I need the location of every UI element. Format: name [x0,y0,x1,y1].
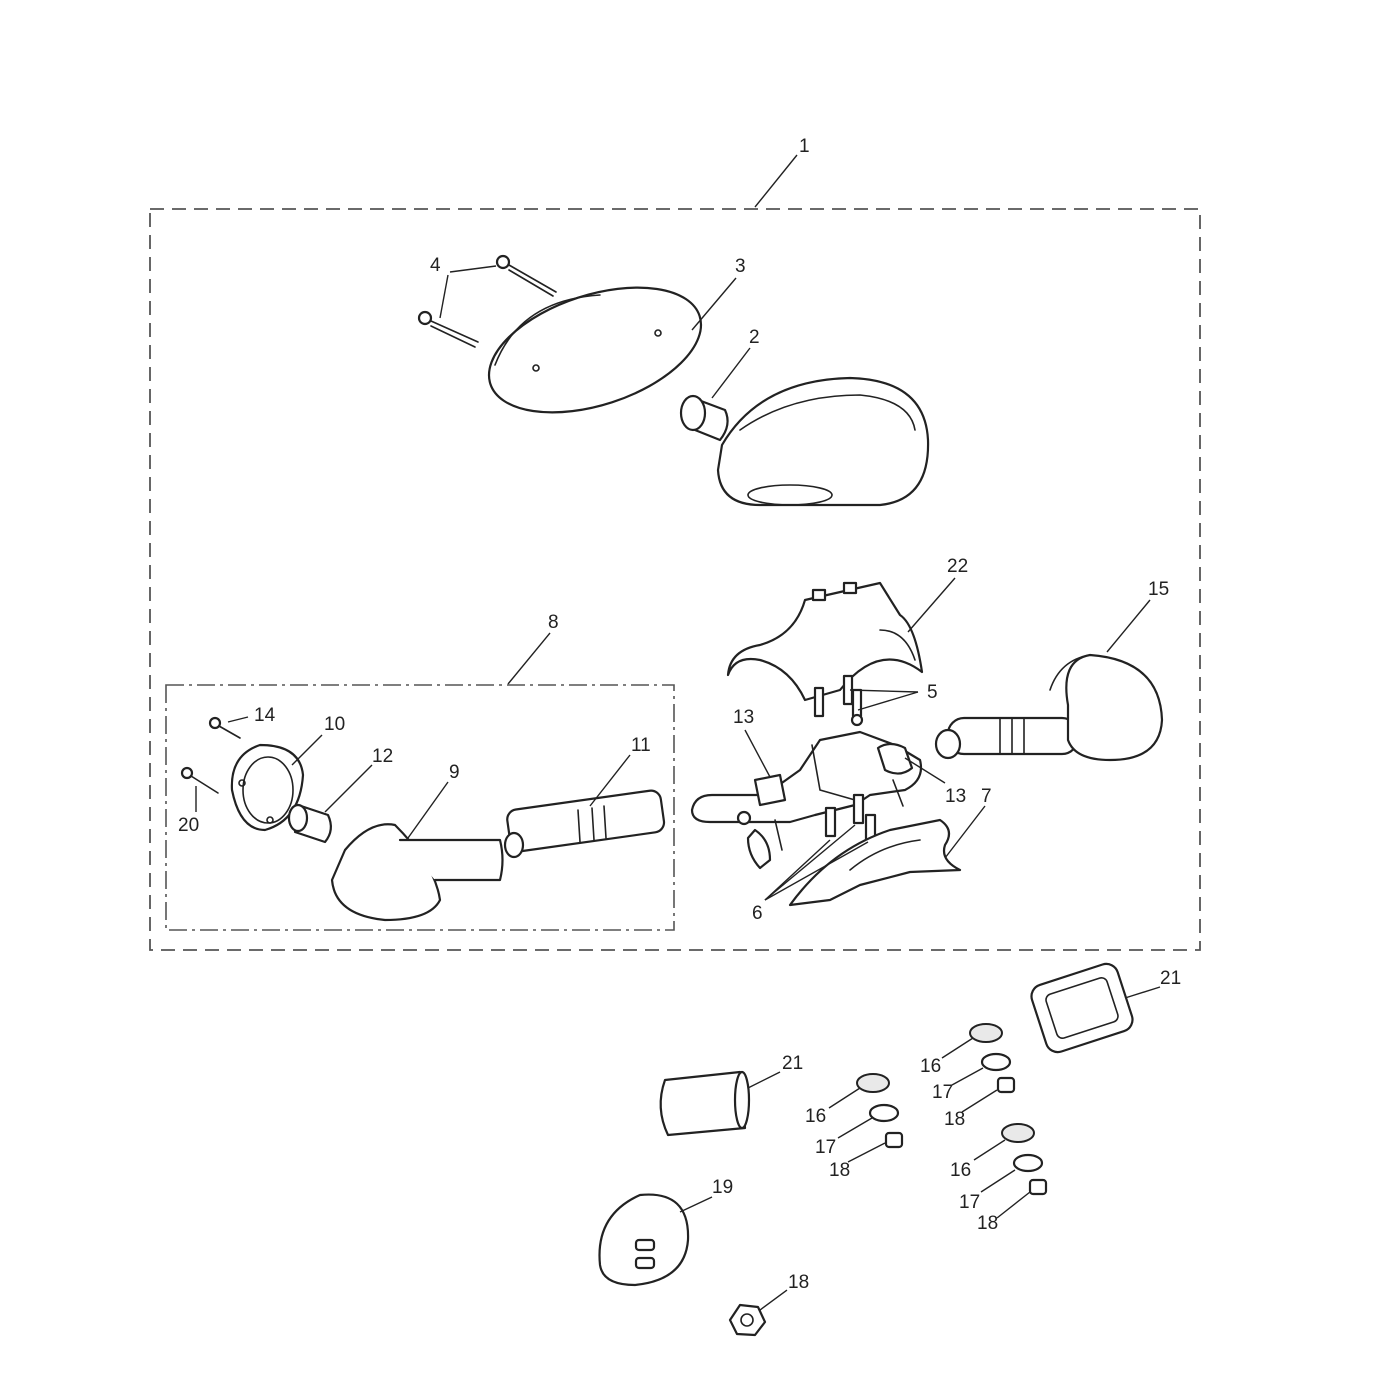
callout-9: 9 [449,762,460,783]
callout-4: 4 [430,255,441,276]
leader-lines [195,154,1161,1311]
callout-12: 12 [372,746,393,767]
part-21-grommet [1030,962,1134,1054]
part-9-indicator-body [330,823,504,922]
callout-11: 11 [631,735,651,756]
callout-6: 6 [752,903,763,924]
callout-17-low: 17 [959,1192,980,1213]
part-12-bulb [287,803,332,844]
part-18-nuts [728,1076,1048,1337]
callout-17-mid: 17 [815,1137,836,1158]
callout-16-low: 16 [950,1160,971,1181]
callout-18-low: 18 [977,1213,998,1234]
part-16-spacers [856,1023,1035,1143]
callout-labels: 1 4 3 2 22 15 8 5 14 13 10 11 12 9 13 7 … [178,136,1181,1293]
callout-18-mid: 18 [829,1160,850,1181]
callout-16-top: 16 [920,1056,941,1077]
callout-1: 1 [799,136,810,157]
part-11-stem [503,789,666,859]
part-3-lens-plate [487,286,703,414]
part-22-bracket-cover [726,581,924,702]
callout-8: 8 [548,612,559,633]
callout-13-right: 13 [945,786,966,807]
callout-18-top: 18 [944,1109,965,1130]
callout-16-mid: 16 [805,1106,826,1127]
callout-7: 7 [981,786,992,807]
callout-21-grommet: 21 [1160,968,1181,989]
assembly-8-frame [165,684,675,931]
part-15-indicator-right [934,653,1164,762]
callout-22: 22 [947,556,968,577]
part-20-screw [180,766,219,794]
callout-10: 10 [324,714,345,735]
part-21-sleeve [659,1070,751,1137]
callout-18-bottom: 18 [788,1272,809,1293]
part-4-screws [417,254,557,348]
part-7-plate [788,818,962,907]
callout-3: 3 [735,256,746,277]
callout-2: 2 [749,327,760,348]
callout-21-sleeve: 21 [782,1053,803,1074]
tail-lamp-housing [716,376,930,507]
part-10-lens-ring [230,743,305,832]
assembly-1-frame [149,208,1201,951]
part-14-screw [208,716,241,739]
part-17-washers [868,1052,1044,1173]
part-19-reflector [598,1193,690,1287]
callout-5: 5 [927,682,938,703]
callout-15: 15 [1148,579,1169,600]
callout-19: 19 [712,1177,733,1198]
callout-17-top: 17 [932,1082,953,1103]
part-2-bulb [679,394,729,442]
callout-14: 14 [254,705,276,726]
main-mounting-bracket [690,730,923,870]
callout-13-left: 13 [733,707,754,728]
part-5-bolts [813,674,864,727]
callout-20: 20 [178,815,199,836]
